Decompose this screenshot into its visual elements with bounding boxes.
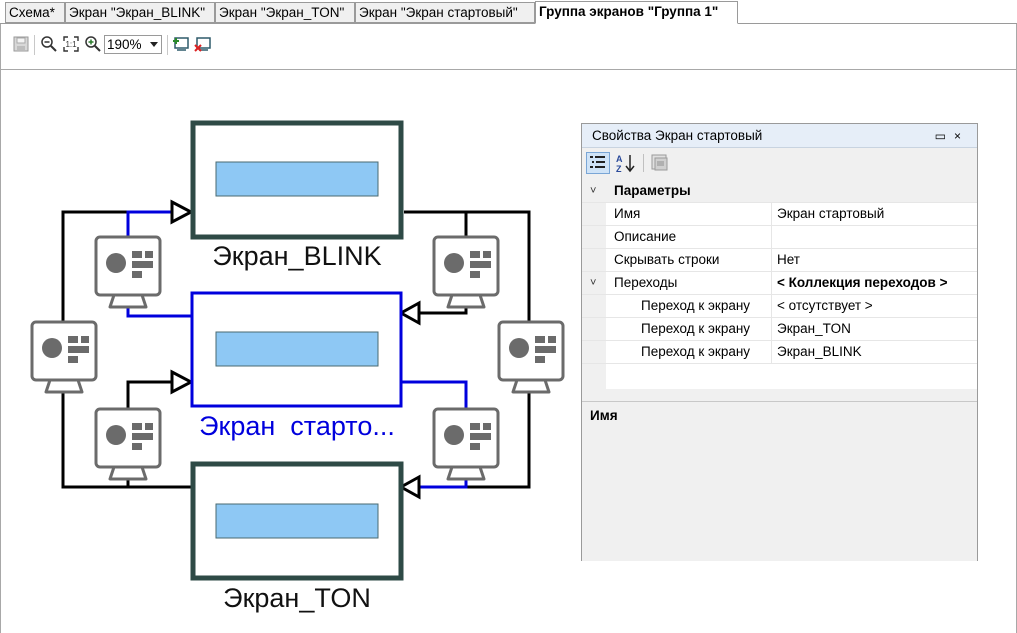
property-name: Переход к экрану	[641, 298, 751, 313]
property-value[interactable]: < Коллекция переходов >	[771, 272, 977, 294]
zoom-in-icon[interactable]	[84, 35, 102, 53]
svg-text:1:1: 1:1	[65, 40, 77, 49]
transition-icon[interactable]	[432, 235, 500, 309]
category-label: Параметры	[614, 183, 691, 198]
screen-label-blink: Экран_BLINK	[212, 241, 381, 271]
tab-bar: Схема* Экран "Экран_BLINK" Экран "Экран_…	[0, 0, 1017, 24]
tab-schema[interactable]: Схема*	[5, 2, 65, 23]
toolbar-separator	[643, 154, 644, 172]
property-row-transition[interactable]: Переход к экрану < отсутствует >	[582, 295, 977, 318]
tab-screen-blink[interactable]: Экран "Экран_BLINK"	[65, 2, 215, 23]
property-value[interactable]: Экран стартовый	[771, 203, 977, 225]
property-value[interactable]: Нет	[771, 249, 977, 271]
zoom-out-icon[interactable]	[40, 35, 58, 53]
properties-panel: Свойства Экран стартовый ▭× A Z ˅ Параме…	[581, 123, 978, 561]
categorized-view-icon[interactable]	[586, 152, 610, 174]
property-name: Имя	[614, 206, 641, 221]
property-value[interactable]: Экран_BLINK	[771, 341, 977, 363]
toolbar-separator	[167, 35, 168, 55]
property-name: Описание	[614, 229, 677, 244]
property-row-description[interactable]: Описание	[582, 226, 977, 249]
svg-text:Z: Z	[616, 164, 622, 174]
tab-screen-ton[interactable]: Экран "Экран_TON"	[215, 2, 355, 23]
property-name: Скрывать строки	[614, 252, 720, 267]
chevron-down-icon[interactable]: ˅	[590, 277, 597, 289]
transition-icon[interactable]	[497, 320, 565, 394]
grid-gutter	[582, 364, 606, 389]
alphabetical-sort-icon[interactable]: A Z	[614, 152, 638, 174]
tab-screen-start[interactable]: Экран "Экран стартовый"	[355, 2, 535, 23]
toolbar-separator	[34, 35, 35, 55]
screen-node-blink[interactable]: Экран_BLINK	[190, 120, 404, 271]
svg-text:A: A	[616, 154, 623, 164]
zoom-fit-icon[interactable]: 1:1	[62, 35, 80, 53]
transition-icon[interactable]	[94, 235, 162, 309]
property-value[interactable]: < отсутствует >	[771, 295, 977, 317]
property-row-transitions[interactable]: ˅ Переходы < Коллекция переходов >	[582, 272, 977, 295]
properties-toolbar: A Z	[582, 148, 977, 179]
chevron-down-icon[interactable]: ˅	[590, 185, 597, 197]
properties-title-bar: Свойства Экран стартовый ▭×	[582, 124, 977, 148]
property-value[interactable]: Экран_TON	[771, 318, 977, 340]
add-screen-icon[interactable]	[172, 35, 190, 53]
toolbar: 1:1 190%	[0, 24, 1017, 70]
property-row-name[interactable]: Имя Экран стартовый	[582, 203, 977, 226]
screen-node-start[interactable]: Экран старто...	[190, 291, 403, 441]
zoom-select[interactable]: 190%	[104, 35, 162, 54]
category-row[interactable]: ˅ Параметры	[582, 180, 977, 203]
property-row-transition[interactable]: Переход к экрану Экран_BLINK	[582, 341, 977, 364]
description-title: Имя	[590, 408, 618, 423]
screen-label-start: Экран старто...	[199, 411, 395, 441]
arrowheads	[170, 199, 421, 500]
transition-icon[interactable]	[432, 407, 500, 481]
property-name: Переход к экрану	[641, 344, 751, 359]
screen-group-diagram[interactable]: Экран_BLINK Экран старто... Экран_TON	[1, 70, 1016, 633]
remove-screen-icon[interactable]	[194, 35, 212, 53]
property-name: Переходы	[614, 275, 678, 290]
tab-screen-group[interactable]: Группа экранов "Группа 1"	[535, 1, 738, 24]
properties-title: Свойства Экран стартовый	[592, 128, 763, 143]
chevron-down-icon	[150, 42, 158, 47]
property-value[interactable]	[771, 226, 977, 248]
screen-label-ton: Экран_TON	[223, 583, 371, 613]
property-pages-icon[interactable]	[650, 153, 670, 173]
save-icon[interactable]	[12, 35, 30, 53]
zoom-value: 190%	[107, 37, 142, 52]
transition-icon[interactable]	[94, 407, 162, 481]
property-name: Переход к экрану	[641, 321, 751, 336]
screen-node-ton[interactable]: Экран_TON	[190, 461, 404, 613]
property-row-hide-lines[interactable]: Скрывать строки Нет	[582, 249, 977, 272]
diagram-canvas[interactable]: Экран_BLINK Экран старто... Экран_TON	[0, 70, 1017, 633]
transition-icon[interactable]	[30, 320, 98, 394]
property-grid: ˅ Параметры Имя Экран стартовый Описание…	[582, 180, 977, 389]
panel-window-buttons[interactable]: ▭×	[934, 129, 969, 143]
property-row-transition[interactable]: Переход к экрану Экран_TON	[582, 318, 977, 341]
property-description-pane: Имя	[582, 401, 977, 561]
